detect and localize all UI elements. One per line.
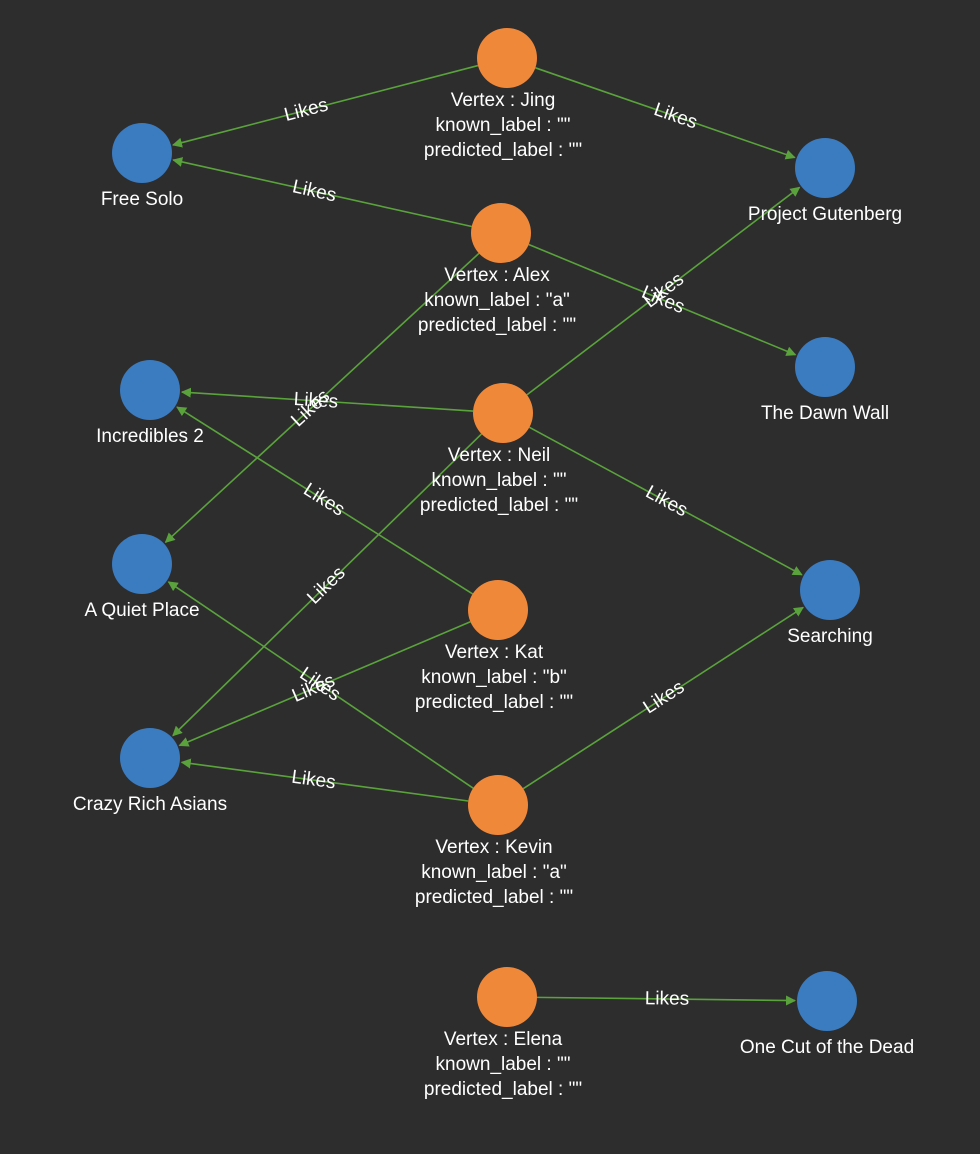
edge-label: Likes: [290, 176, 338, 206]
movie-label: One Cut of the Dead: [740, 1037, 914, 1058]
movie-node-incredibles-2[interactable]: [120, 360, 180, 420]
movie-node-the-dawn-wall[interactable]: [795, 337, 855, 397]
person-label-line: Vertex : Jing: [451, 90, 556, 111]
person-label-line: predicted_label : "": [415, 887, 573, 908]
edge-kevin-a-quiet-place: [167, 581, 474, 789]
edge-label: Likes: [645, 988, 690, 1010]
movie-node-crazy-rich-asians[interactable]: [120, 728, 180, 788]
movie-label: A Quiet Place: [84, 600, 199, 621]
person-node-elena[interactable]: [477, 967, 537, 1027]
movie-label: Crazy Rich Asians: [73, 794, 227, 815]
movie-label: The Dawn Wall: [761, 403, 889, 424]
edge-label: Likes: [282, 95, 330, 126]
person-label-line: predicted_label : "": [415, 692, 573, 713]
edge-alex-a-quiet-place: [164, 252, 480, 543]
person-node-jing[interactable]: [477, 28, 537, 88]
edge-neil-incredibles-2: [180, 387, 474, 412]
person-label-line: Vertex : Elena: [444, 1029, 563, 1050]
movie-label: Searching: [787, 626, 873, 647]
edge-label: Likes: [300, 479, 349, 520]
person-label-line: Vertex : Kevin: [435, 837, 552, 858]
edge-alex-the-dawn-wall: [528, 243, 797, 356]
edge-label: Likes: [290, 767, 337, 794]
movie-node-project-gutenberg[interactable]: [795, 138, 855, 198]
edge-kevin-searching: [522, 606, 804, 790]
movie-node-a-quiet-place[interactable]: [112, 534, 172, 594]
person-label-line: known_label : "b": [421, 667, 567, 688]
edge-neil-project-gutenberg: [526, 186, 801, 396]
person-label-line: predicted_label : "": [424, 140, 582, 161]
movie-node-searching[interactable]: [800, 560, 860, 620]
person-node-neil[interactable]: [473, 383, 533, 443]
edge-alex-free-solo: [172, 157, 472, 228]
movie-node-free-solo[interactable]: [112, 123, 172, 183]
edge-elena-one-cut-of-the-dead: [536, 995, 797, 1006]
edge-label: Likes: [293, 389, 339, 413]
edge-label: Likes: [640, 677, 689, 719]
edge-label: Likes: [651, 99, 700, 133]
person-label-line: known_label : "": [436, 115, 571, 136]
person-label-line: known_label : "a": [424, 290, 570, 311]
nodes-layer: [112, 28, 860, 1031]
person-label-line: known_label : "a": [421, 862, 567, 883]
movie-label: Project Gutenberg: [748, 204, 902, 225]
movie-label: Incredibles 2: [96, 426, 204, 447]
edge-neil-crazy-rich-asians: [172, 433, 483, 737]
person-label-line: predicted_label : "": [420, 495, 578, 516]
edge-label: Likes: [642, 482, 691, 522]
person-label-line: Vertex : Alex: [444, 265, 550, 286]
edge-neil-searching: [529, 426, 803, 576]
person-node-kevin[interactable]: [468, 775, 528, 835]
edge-kat-crazy-rich-asians: [178, 621, 471, 747]
person-node-alex[interactable]: [471, 203, 531, 263]
edge-jing-project-gutenberg: [535, 67, 796, 160]
movie-node-one-cut-of-the-dead[interactable]: [797, 971, 857, 1031]
movie-label: Free Solo: [101, 189, 183, 210]
person-label-line: known_label : "": [432, 470, 567, 491]
edge-jing-free-solo: [172, 64, 479, 148]
edges-layer: [164, 64, 804, 1006]
person-label-line: Vertex : Neil: [448, 445, 550, 466]
person-label-line: predicted_label : "": [424, 1079, 582, 1100]
edge-kat-incredibles-2: [176, 406, 474, 595]
person-label-line: known_label : "": [436, 1054, 571, 1075]
person-node-kat[interactable]: [468, 580, 528, 640]
edge-kevin-crazy-rich-asians: [180, 758, 469, 802]
person-label-line: predicted_label : "": [418, 315, 576, 336]
person-label-line: Vertex : Kat: [445, 642, 544, 663]
